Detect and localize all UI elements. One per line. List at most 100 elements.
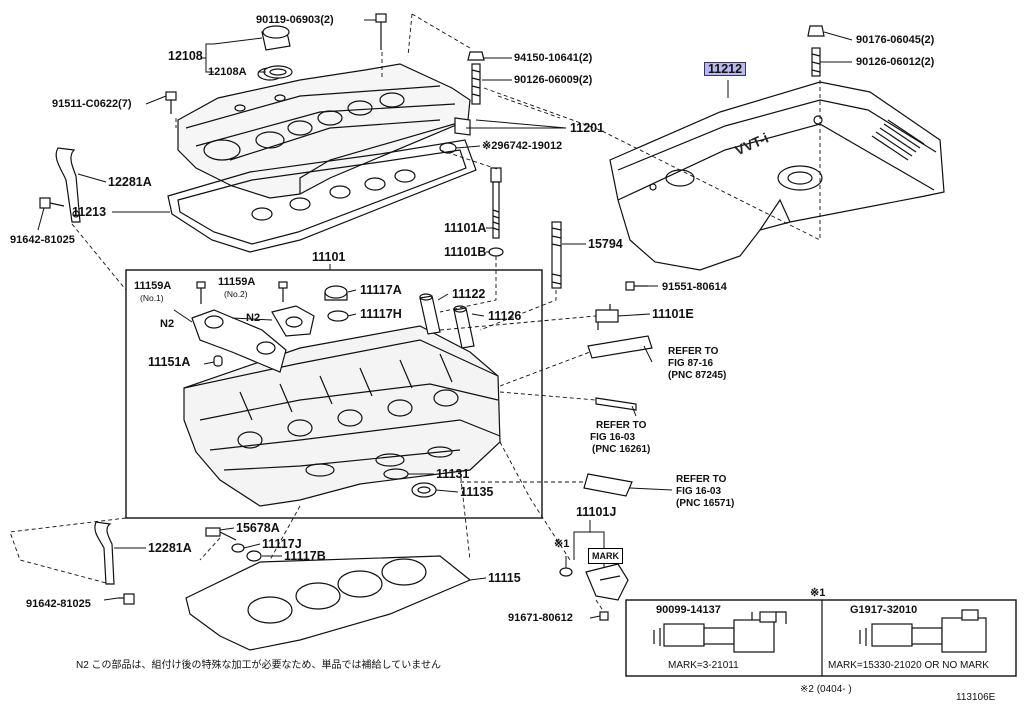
label-11126: 11126: [488, 309, 522, 323]
label-11131: 11131: [436, 467, 470, 481]
plug-11117B: [246, 550, 262, 562]
note-n2: N2 この部品は、組付け後の特殊な加工が必要なため、単品では補給していません: [76, 660, 441, 671]
engine-hanger-top: [55, 147, 81, 223]
bolt-90119: [375, 13, 387, 50]
washer-11101B: [488, 247, 504, 257]
inset-right-mark: MARK=15330-21020 OR NO MARK: [828, 660, 989, 671]
nut-90176: [807, 25, 825, 37]
bolt-91511: [165, 91, 177, 114]
stud-15794: [551, 221, 562, 289]
label-11151A: 11151A: [148, 355, 191, 369]
label-90126-06012: 90126-06012(2): [856, 56, 935, 68]
bolt-11159A-no2: [278, 281, 288, 302]
bolt-11101A: [490, 167, 502, 239]
head-cover-gasket: [167, 139, 477, 253]
label-n2-a: N2: [160, 318, 175, 330]
gasket-11117J: [231, 543, 245, 553]
bolt-91642-top: [39, 197, 65, 209]
leader-lines: [37, 19, 853, 619]
tube-11122: [419, 293, 441, 335]
refer-16261-line3: (PNC 16261): [592, 444, 651, 455]
pin-11151A: [213, 355, 223, 367]
engine-hanger-bottom: [94, 521, 115, 585]
pipe-87245: [587, 335, 653, 359]
bolt-91671: [599, 611, 609, 621]
bolt-91551: [625, 281, 648, 291]
stud-90126-06012: [811, 47, 821, 77]
label-11201: 11201: [570, 121, 605, 135]
sensor-11101E: [595, 304, 619, 330]
refer-16261-line2: FIG 16-03: [590, 432, 636, 443]
inset-star: ※1: [810, 587, 826, 599]
refer-16571-line3: (PNC 16571): [676, 498, 735, 509]
label-11117B: 11117B: [284, 549, 326, 563]
label-296742: ※296742-19012: [482, 140, 563, 152]
bolt-11159A-no1: [196, 281, 206, 304]
inset-right-part: G1917-32010: [850, 604, 918, 616]
label-11117A: 11117A: [360, 283, 402, 297]
bearing-cap-n2-small: [271, 305, 315, 337]
label-11159A-no1-sub: (No.1): [140, 293, 164, 303]
label-11101J: 11101J: [576, 505, 617, 519]
label-15678A: 15678A: [236, 521, 280, 535]
label-11212-highlighted[interactable]: 11212: [704, 62, 747, 76]
label-90126-06009: 90126-06009(2): [514, 74, 593, 86]
label-91671: 91671-80612: [508, 612, 573, 624]
label-12281A-top: 12281A: [108, 175, 152, 189]
label-11159A-no2-sub: (No.2): [224, 289, 248, 299]
figure-id: 113106E: [956, 692, 996, 703]
oil-control-valve: [559, 563, 629, 601]
label-11101B: 11101B: [444, 245, 487, 259]
cylinder-head-box: [125, 269, 543, 519]
label-11101A: 11101A: [444, 221, 487, 235]
label-90119: 90119-06903(2): [256, 14, 334, 26]
label-11117H: 11117H: [360, 307, 402, 321]
label-11122: 11122: [452, 287, 486, 301]
label-mark: MARK: [588, 548, 623, 564]
refer-16571-line1: REFER TO: [676, 474, 727, 485]
gasket-11117H: [327, 310, 349, 322]
label-91511: 91511-C0622(7): [52, 98, 132, 110]
oil-filler-cap: [261, 25, 293, 79]
inset-left-mark: MARK=3-21011: [668, 660, 739, 671]
label-11213: 11213: [72, 205, 107, 219]
refer-87245-line2: FIG 87-16: [668, 358, 714, 369]
inset-left-part: 90099-14137: [656, 604, 721, 616]
head-gasket: [185, 555, 472, 651]
label-91642-top: 91642-81025: [10, 234, 75, 246]
label-90176: 90176-06045(2): [856, 34, 935, 46]
ocv-inset: [625, 599, 1017, 677]
seal-11135: [411, 482, 437, 498]
label-12281A-bottom: 12281A: [148, 541, 192, 555]
cylinder-head-cover: [177, 63, 471, 199]
ocv-left: [653, 611, 787, 653]
pin-15678A: [205, 527, 237, 541]
refer-16261-line1: REFER TO: [596, 420, 647, 431]
label-11159A-no2: 11159A: [218, 276, 256, 288]
refer-87245-line3: (PNC 87245): [668, 370, 727, 381]
refer-16571-line2: FIG 16-03: [676, 486, 722, 497]
pipe-16571: [583, 473, 633, 497]
bolt-91642-bottom: [118, 593, 135, 605]
label-11115: 11115: [488, 571, 521, 585]
dashed-lines: [9, 13, 821, 613]
label-15794: 15794: [588, 237, 623, 251]
label-11117J: 11117J: [262, 537, 302, 551]
plug-11117A: [324, 285, 348, 301]
label-11101: 11101: [312, 250, 346, 264]
label-12108: 12108: [168, 49, 203, 63]
label-n2-b: N2: [246, 312, 261, 324]
note-star2: ※2 (0404- ): [800, 684, 852, 695]
engine-cover: [609, 81, 945, 271]
pipe-16261: [595, 397, 637, 411]
label-11135: 11135: [460, 485, 494, 499]
label-91642-bottom: 91642-81025: [26, 598, 91, 610]
label-12108A: 12108A: [208, 66, 247, 78]
stud-90126-06009: [467, 51, 485, 105]
label-11101E: 11101E: [652, 307, 694, 321]
label-11159A-no1: 11159A: [134, 280, 172, 292]
refer-87245-line1: REFER TO: [668, 346, 719, 357]
bearing-cap-n2-large: [191, 309, 287, 373]
